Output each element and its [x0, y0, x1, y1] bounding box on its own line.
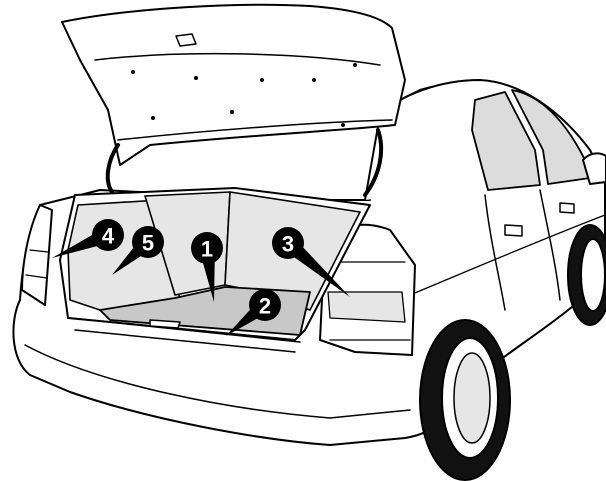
right-tail-light-segments: [328, 292, 405, 322]
rear-tire: [420, 320, 510, 480]
callout-4-label: 4: [102, 224, 115, 249]
door-handle-rear: [505, 225, 522, 236]
callout-1-label: 1: [201, 237, 213, 262]
door-handle-front: [560, 203, 574, 213]
callout-5-label: 5: [142, 231, 154, 256]
callout-3-label: 3: [282, 232, 294, 257]
callout-2-label: 2: [259, 294, 271, 319]
trunk-lid: [62, 5, 405, 165]
front-tire: [568, 225, 606, 325]
